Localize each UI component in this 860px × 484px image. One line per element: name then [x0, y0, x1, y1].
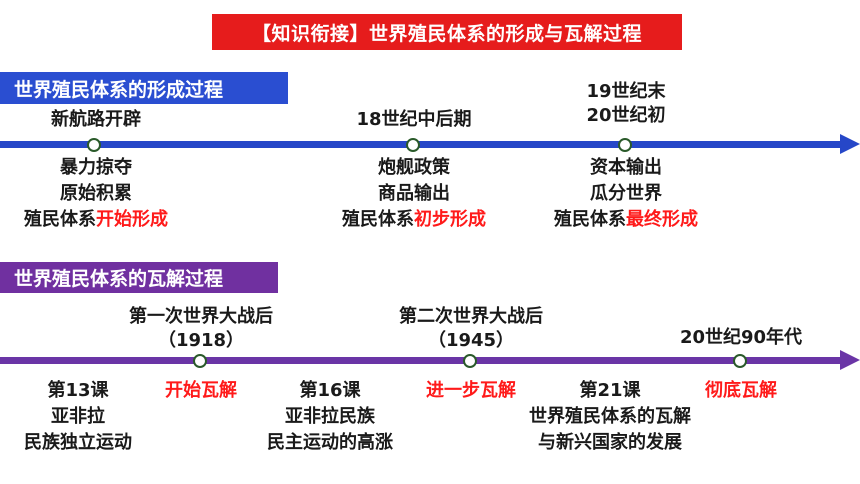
- collapse-stage-2-highlight: 进一步瓦解: [426, 380, 516, 401]
- formation-stage-1-desc-2: 原始积累: [60, 183, 132, 204]
- formation-node-2: [406, 138, 420, 152]
- collapse-stage-1-top-1: 第一次世界大战后: [129, 306, 273, 327]
- formation-stage-1-top: 新航路开辟: [51, 109, 141, 130]
- formation-stage-3-result-highlight: 最终形成: [626, 209, 698, 230]
- formation-stage-3-result: 殖民体系最终形成: [554, 208, 698, 232]
- collapse-stage-2-top-1: 第二次世界大战后: [399, 306, 543, 327]
- formation-stage-3-desc-2: 瓜分世界: [590, 183, 662, 204]
- formation-stage-2-desc-2: 商品输出: [378, 183, 450, 204]
- collapse-stage-1-lesson-2: 亚非拉: [51, 406, 105, 427]
- collapse-stage-3-lesson-2: 世界殖民体系的瓦解: [529, 406, 691, 427]
- formation-stage-2-result: 殖民体系初步形成: [342, 208, 486, 232]
- collapse-stage-2-lesson-2: 亚非拉民族: [285, 406, 375, 427]
- formation-section-label: 世界殖民体系的形成过程: [0, 72, 288, 104]
- formation-stage-2-result-highlight: 初步形成: [414, 209, 486, 230]
- formation-stage-1-desc-1: 暴力掠夺: [60, 157, 132, 178]
- collapse-stage-3-highlight: 彻底瓦解: [705, 380, 777, 401]
- collapse-timeline-line: [0, 357, 842, 364]
- collapse-stage-3-top-1: 20世纪90年代: [679, 327, 803, 348]
- formation-node-3: [618, 138, 632, 152]
- formation-stage-1-result: 殖民体系开始形成: [24, 208, 168, 232]
- collapse-stage-1-lesson-3: 民族独立运动: [24, 432, 132, 453]
- collapse-stage-2-top-2: （1945）: [427, 330, 515, 351]
- collapse-stage-2-lesson-1: 第16课: [299, 380, 361, 401]
- formation-stage-1-result-highlight: 开始形成: [96, 209, 168, 230]
- collapse-stage-1-lesson-1: 第13课: [47, 380, 109, 401]
- collapse-section-label: 世界殖民体系的瓦解过程: [0, 262, 278, 293]
- formation-stage-2-desc-1: 炮舰政策: [378, 157, 450, 178]
- collapse-timeline-arrow: [840, 350, 860, 370]
- formation-stage-1-result-prefix: 殖民体系: [24, 209, 96, 230]
- collapse-node-2: [463, 354, 477, 368]
- formation-stage-3-top-1: 19世纪末: [586, 81, 666, 102]
- collapse-stage-3-lesson-3: 与新兴国家的发展: [538, 432, 682, 453]
- formation-timeline-arrow: [840, 134, 860, 154]
- formation-node-1: [87, 138, 101, 152]
- formation-stage-2-result-prefix: 殖民体系: [342, 209, 414, 230]
- collapse-node-1: [193, 354, 207, 368]
- collapse-stage-2-lesson-3: 民主运动的高涨: [267, 432, 393, 453]
- formation-stage-3-top-2: 20世纪初: [586, 105, 666, 126]
- formation-stage-3-result-prefix: 殖民体系: [554, 209, 626, 230]
- title-banner: 【知识衔接】世界殖民体系的形成与瓦解过程: [212, 14, 682, 50]
- collapse-node-3: [733, 354, 747, 368]
- formation-stage-2-top: 18世纪中后期: [356, 109, 472, 130]
- formation-timeline-line: [0, 141, 842, 148]
- collapse-stage-3-lesson-1: 第21课: [579, 380, 641, 401]
- formation-stage-3-desc-1: 资本输出: [590, 157, 662, 178]
- collapse-stage-1-highlight: 开始瓦解: [165, 380, 237, 401]
- collapse-stage-1-top-2: （1918）: [157, 330, 245, 351]
